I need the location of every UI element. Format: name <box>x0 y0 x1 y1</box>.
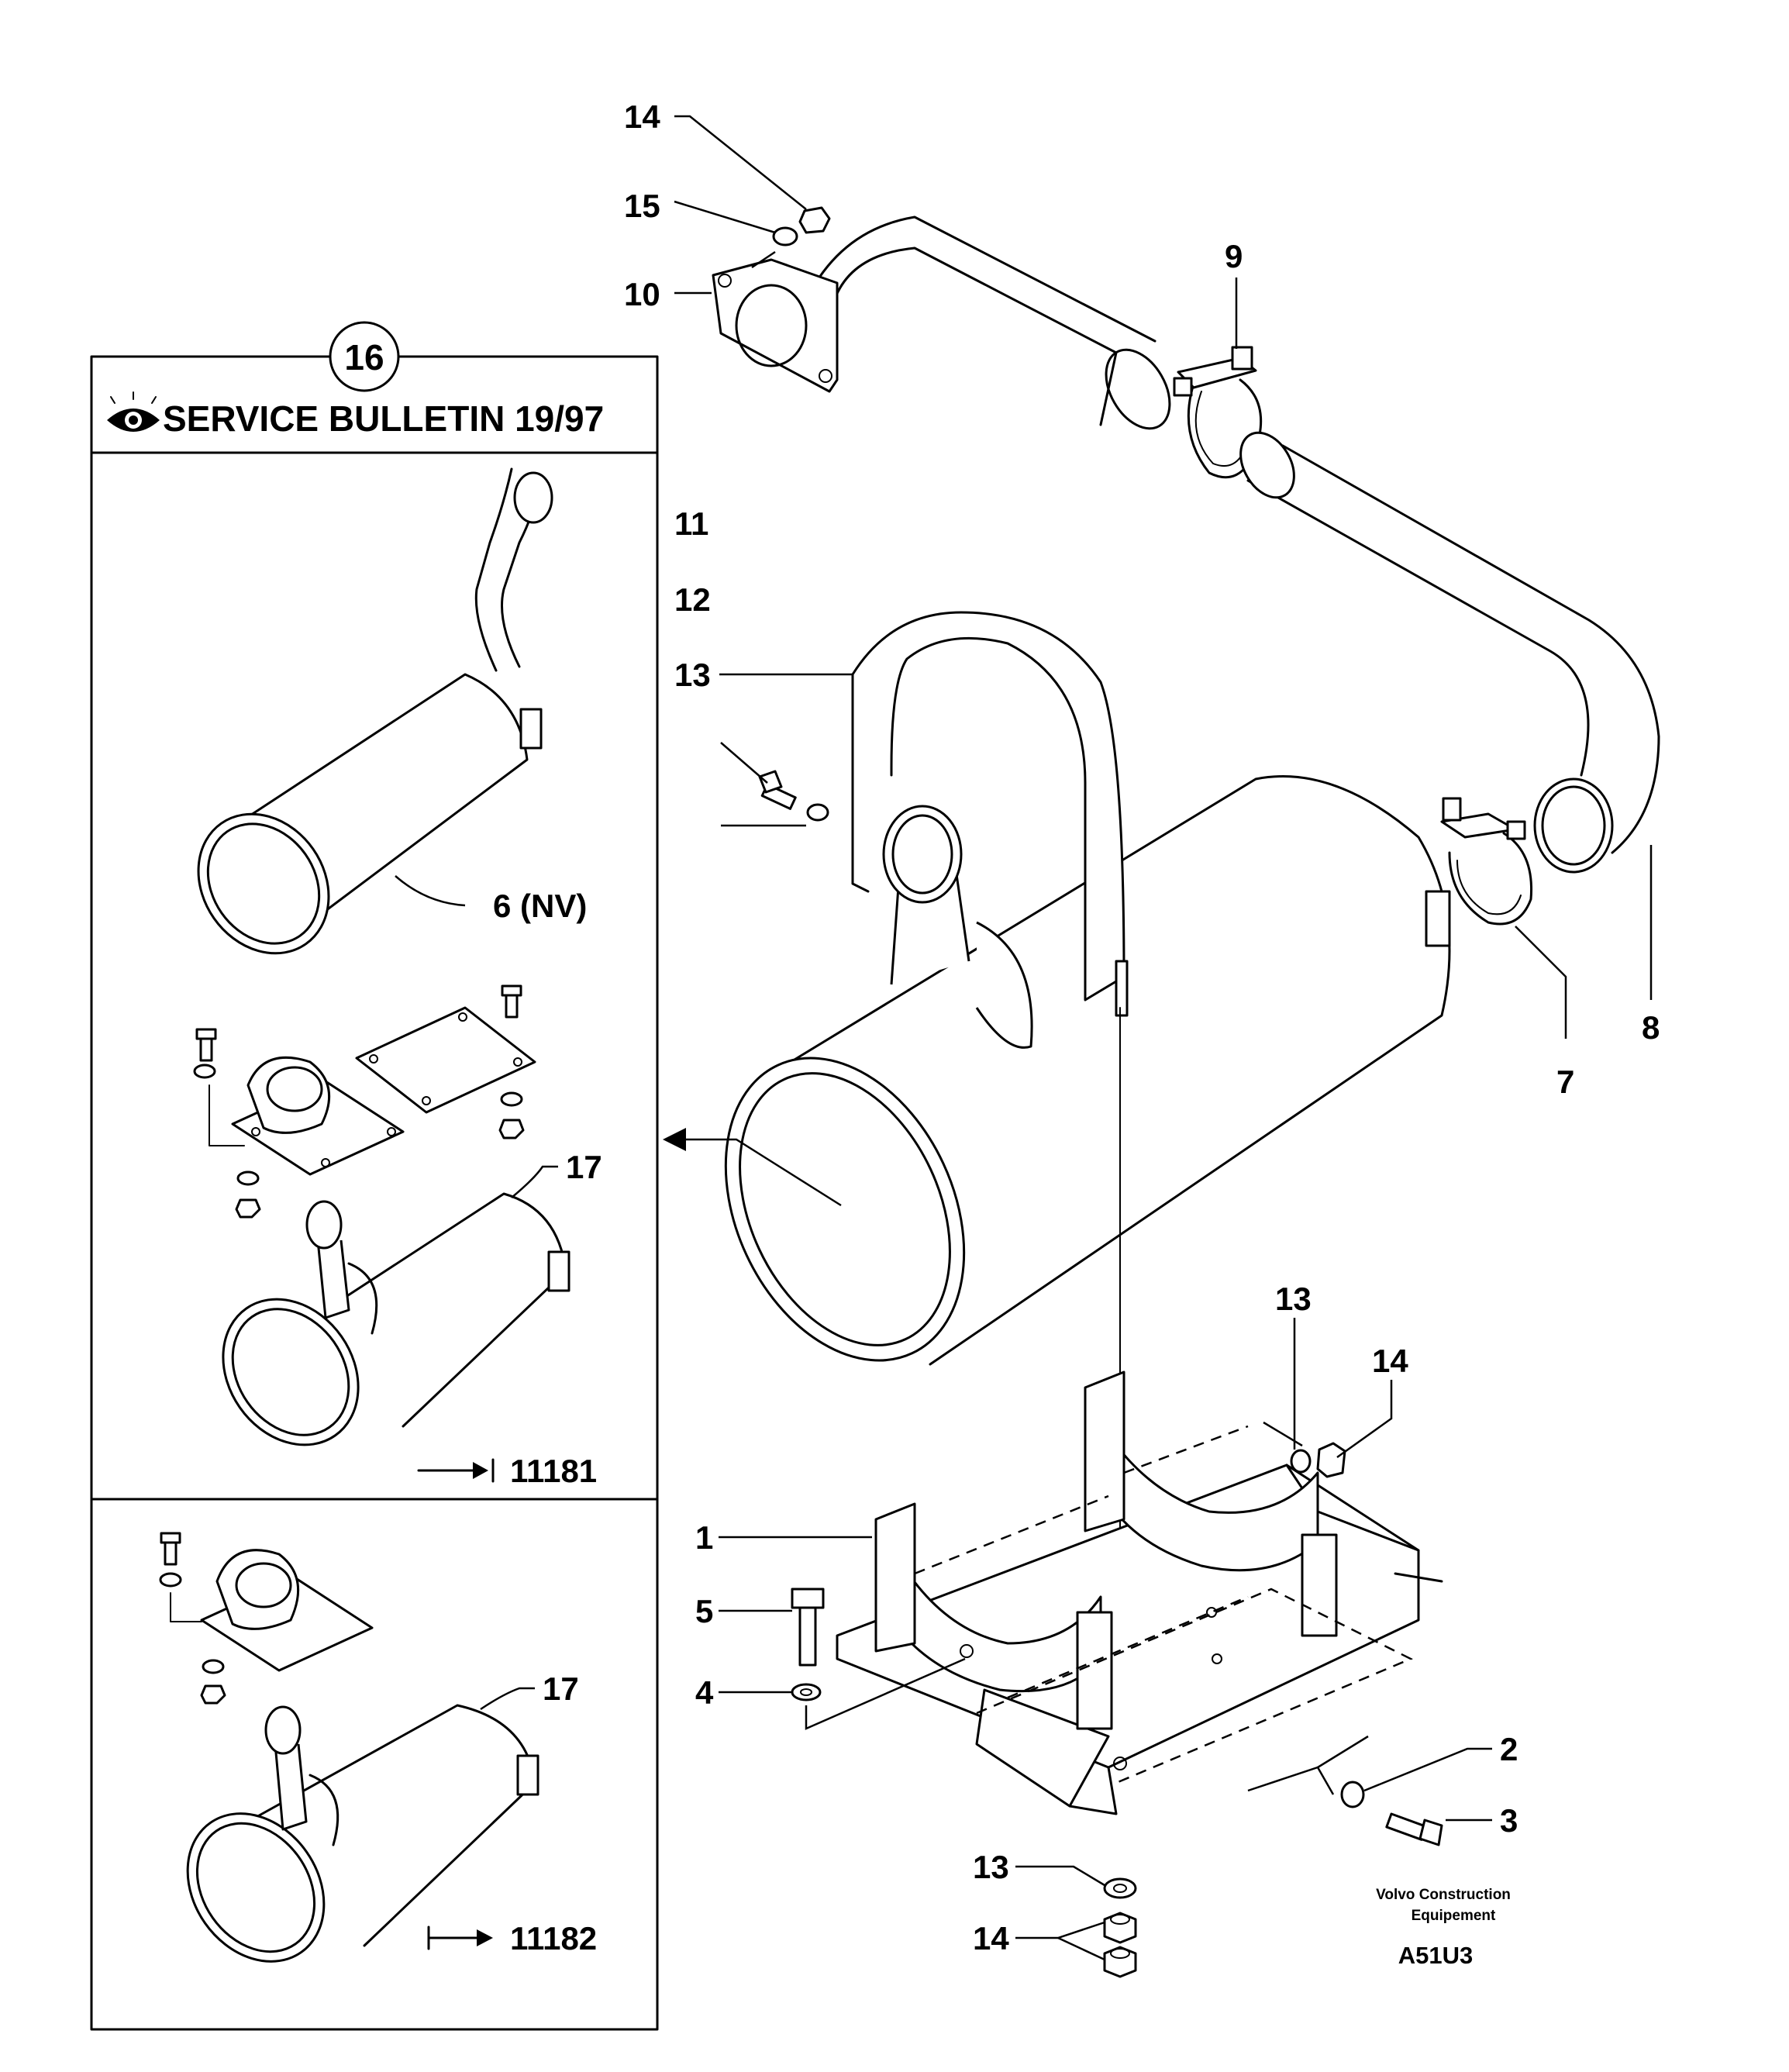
callout-12: 12 <box>674 581 711 618</box>
callout-4: 4 <box>695 1674 714 1711</box>
callout-13-strap: 13 <box>674 657 711 693</box>
callout-14-right: 14 <box>1372 1343 1408 1379</box>
callout-1: 1 <box>695 1519 713 1556</box>
serial-11182: 11182 <box>510 1920 597 1957</box>
kit-lower-variant-b <box>159 1532 374 1705</box>
callout-9: 9 <box>1225 238 1243 274</box>
callout-14-bottom: 14 <box>973 1920 1009 1957</box>
service-bulletin-title: SERVICE BULLETIN 19/97 <box>163 398 604 439</box>
callout-8: 8 <box>1642 1009 1660 1046</box>
label-17-b: 17 <box>543 1670 579 1707</box>
panel-badge: 16 <box>344 337 384 378</box>
arrow-to-panel <box>663 1128 842 1207</box>
kit-upper-variant-a <box>193 984 536 1219</box>
muffler-variant-17a <box>222 1192 570 1446</box>
drawing-code: A51U3 <box>1398 1942 1474 1969</box>
muffler-variant-17b <box>186 1704 539 1963</box>
label-6-nv: 6 (NV) <box>493 888 587 924</box>
u-strap <box>851 611 1129 1017</box>
label-17-a: 17 <box>566 1149 602 1185</box>
callout-10: 10 <box>624 276 660 312</box>
washer-2-bolt-3 <box>1247 1735 1443 1846</box>
bar-to-arrow-icon <box>427 1925 493 1950</box>
service-bulletin-panel: 16 SERVICE BULLETIN 19/97 6 (NV) <box>90 321 659 2031</box>
washer-nuts-bottom <box>1103 1877 1137 1978</box>
callout-3: 3 <box>1500 1802 1518 1839</box>
callout-14-top: 14 <box>624 98 660 135</box>
company-name-line1: Volvo Construction <box>1376 1887 1511 1903</box>
leader-lines <box>674 115 1653 1961</box>
serial-11181: 11181 <box>510 1453 597 1489</box>
drawing-footer: Volvo Construction Equipement A51U3 <box>1376 1887 1511 1969</box>
panel-frame <box>90 355 659 2031</box>
panel-badge-circle <box>329 321 400 392</box>
callout-5: 5 <box>695 1593 713 1629</box>
exhaust-pipe-10 <box>712 215 1171 430</box>
strap-bolt-washer <box>720 742 829 827</box>
callout-13-right: 13 <box>1275 1281 1312 1317</box>
callout-15-top: 15 <box>624 188 660 224</box>
callout-13-bottom: 13 <box>973 1849 1009 1885</box>
nut-washer-top <box>772 206 831 247</box>
clamp-9 <box>1173 346 1263 479</box>
muffler-variant-6 <box>197 467 553 955</box>
callout-labels: 14 15 10 9 11 12 13 8 7 13 14 1 5 4 2 3 … <box>624 98 1660 1957</box>
callout-2: 2 <box>1500 1731 1518 1767</box>
mount-bracket-1 <box>836 1370 1443 1815</box>
callout-11: 11 <box>674 505 708 542</box>
main-muffler <box>724 775 1451 1366</box>
pipe-8 <box>1239 431 1660 874</box>
arrow-to-bar-icon <box>417 1458 495 1483</box>
washer-nut-right <box>1263 1421 1346 1478</box>
callout-7: 7 <box>1556 1064 1574 1100</box>
company-name-line2: Equipement <box>1412 1908 1496 1924</box>
clamp-7 <box>1440 797 1533 926</box>
eye-icon <box>107 391 160 432</box>
